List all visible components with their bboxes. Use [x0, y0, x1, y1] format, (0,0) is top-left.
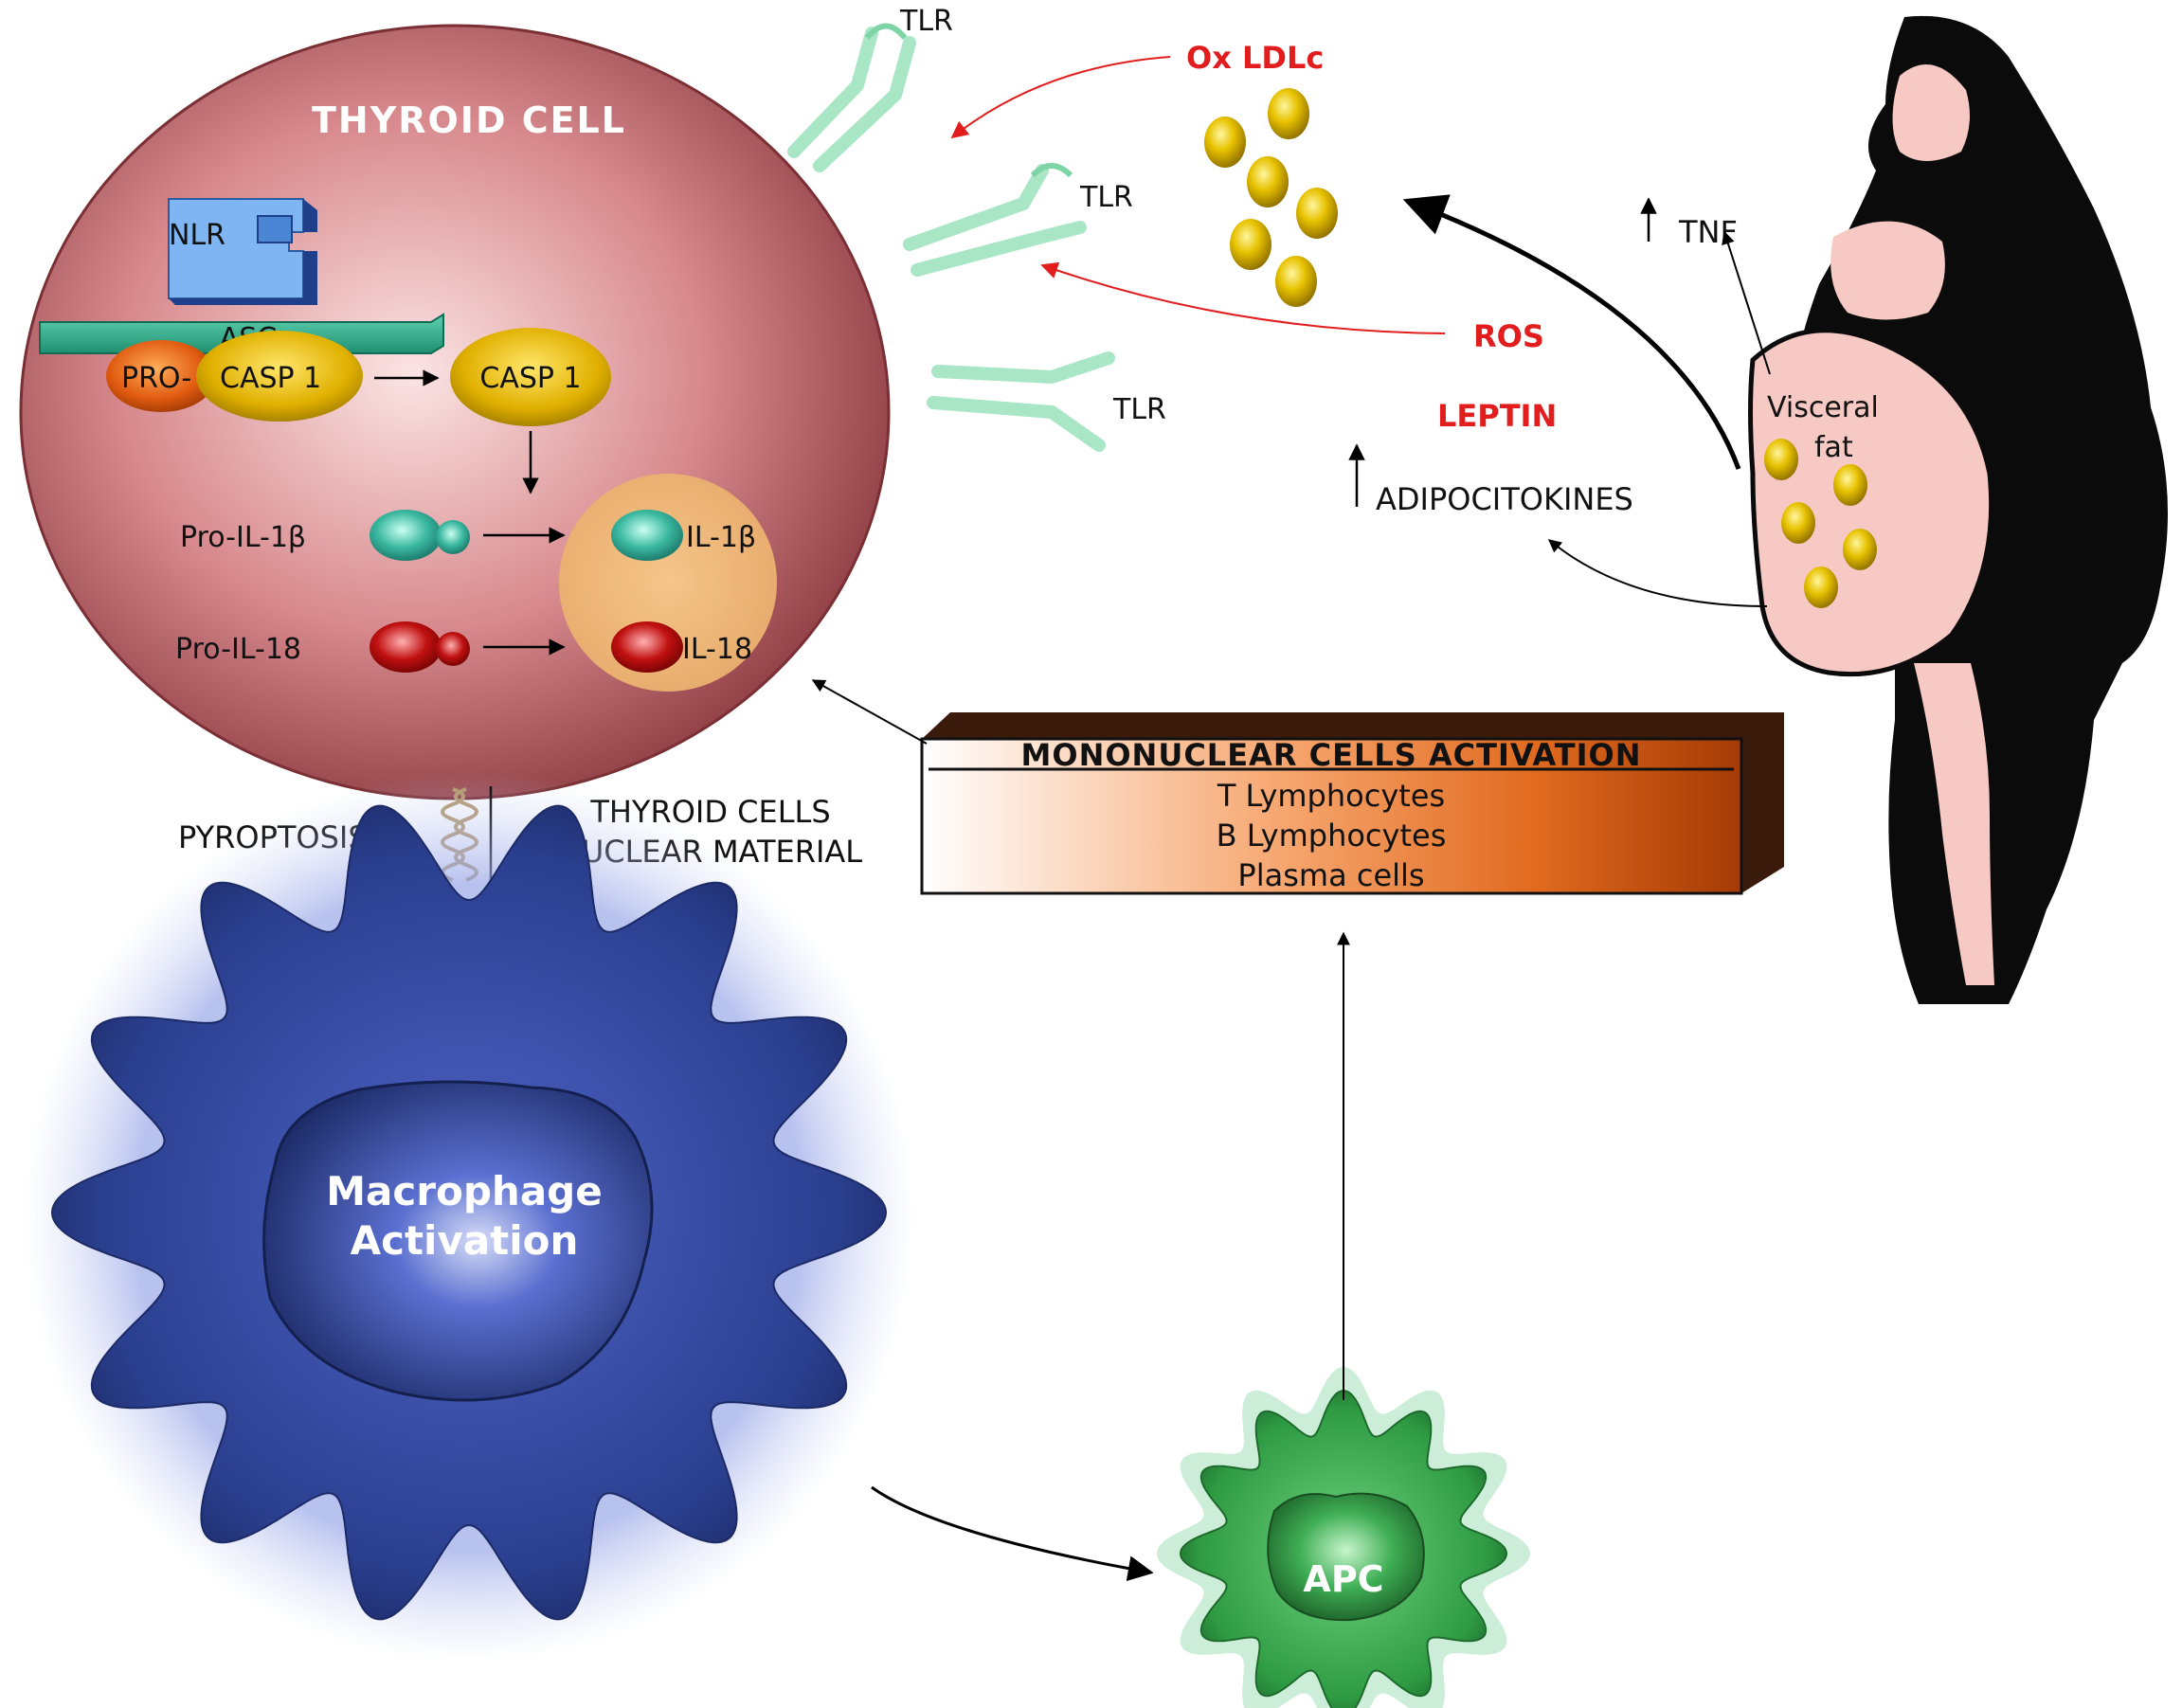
- il1b-molecule: [611, 510, 683, 561]
- ox-ldl-particles: [1204, 88, 1338, 307]
- pro-domain-blob: [106, 340, 216, 412]
- fat-to-tnf-arrow: [1722, 230, 1771, 375]
- mononuclear-activation-box: MONONUCLEAR CELLS ACTIVATION T Lymphocyt…: [920, 712, 1784, 895]
- fat-label: fat: [1814, 431, 1853, 464]
- leptin-label: LEPTIN: [1437, 398, 1557, 434]
- il1b-label: IL-1β: [686, 521, 756, 554]
- pro-il1b-molecule: [370, 510, 442, 561]
- apc-label: APC: [1303, 1558, 1383, 1600]
- oxldl-arrow: [950, 56, 1171, 139]
- pro-il18-molecule: [370, 621, 442, 673]
- apc-cell: APC: [1157, 1367, 1530, 1708]
- tlr-label-2: TLR: [1079, 181, 1133, 214]
- macrophage-line2: Activation: [351, 1217, 579, 1264]
- macrophage-line1: Macrophage: [326, 1168, 602, 1214]
- visceral-label: Visceral: [1767, 391, 1879, 424]
- tlr-receptor-3: TLR: [927, 351, 1166, 452]
- tlr-receptor-2: TLR: [903, 163, 1133, 277]
- mononuclear-to-thyroid-arrow: [811, 679, 928, 745]
- casp1-blob: [450, 328, 611, 426]
- thyroid-cell: THYROID CELL NLR ASC PRO- CASP 1 CASP 1 …: [19, 24, 891, 800]
- pro-il18-tail: [436, 632, 470, 666]
- mononuclear-item-b-lymphocytes: B Lymphocytes: [1217, 818, 1447, 854]
- nlr-label: NLR: [169, 219, 225, 252]
- fat-to-adipocitokines-arrow: [1547, 539, 1768, 607]
- pro-il1b-label: Pro-IL-1β: [180, 521, 306, 554]
- adipocitokines-label: ADIPOCITOKINES: [1376, 481, 1633, 517]
- il18-label: IL-18: [682, 633, 752, 666]
- ros-label: ROS: [1473, 318, 1544, 354]
- macrophage-cell: Macrophage Activation: [24, 772, 914, 1663]
- tlr-receptor-1: TLR: [787, 5, 953, 172]
- fat-to-oxldl-arrow: [1402, 194, 1741, 470]
- thyroid-cell-title: THYROID CELL: [312, 99, 626, 141]
- mononuclear-title: MONONUCLEAR CELLS ACTIVATION: [1021, 737, 1642, 773]
- mononuclear-item-plasma-cells: Plasma cells: [1237, 857, 1424, 893]
- macrophage-to-apc-arrow: [871, 1485, 1154, 1582]
- obese-person-silhouette: Visceral fat: [1748, 15, 2168, 1004]
- pro-casp1-label: CASP 1: [220, 362, 321, 395]
- nlr-protein: NLR: [168, 198, 317, 305]
- pro-casp1-blob: [196, 331, 363, 422]
- pro-il1b-tail: [436, 520, 470, 554]
- oxldl-label: Ox LDLc: [1186, 40, 1324, 76]
- mononuclear-item-t-lymphocytes: T Lymphocytes: [1217, 778, 1445, 814]
- tlr-label-3: TLR: [1112, 393, 1166, 426]
- pro-label: PRO-: [121, 362, 191, 395]
- ros-arrow: [1040, 261, 1446, 334]
- il18-molecule: [611, 621, 683, 673]
- tlr-label-1: TLR: [899, 5, 953, 38]
- visceral-fat-droplets: [1764, 439, 1877, 608]
- casp1-label: CASP 1: [479, 362, 581, 395]
- pro-il18-label: Pro-IL-18: [175, 633, 301, 666]
